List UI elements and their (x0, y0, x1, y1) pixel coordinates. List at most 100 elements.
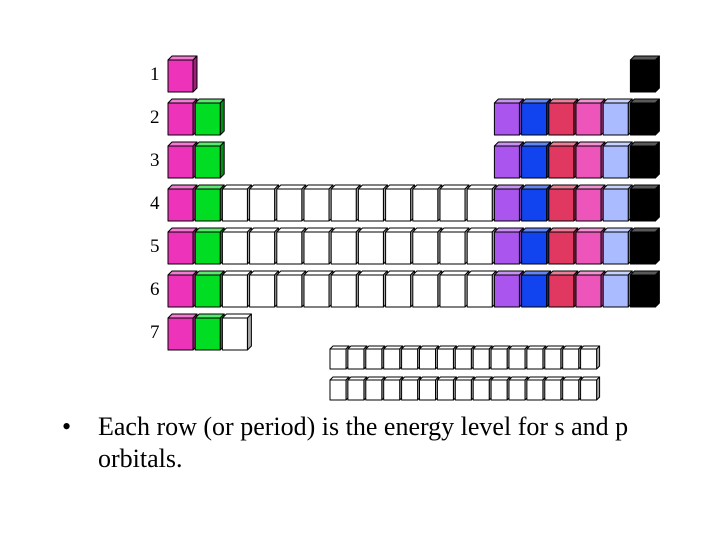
element-cell-p2 (521, 227, 552, 265)
f-block-cell (562, 345, 583, 370)
element-cell-s2 (194, 270, 225, 308)
cube-front-face (329, 379, 347, 401)
element-cell-p5 (602, 184, 633, 222)
cube-top-face (276, 184, 307, 190)
bullet: • (62, 412, 72, 441)
cube-top-face (303, 227, 334, 233)
cube-top-face (629, 141, 660, 147)
element-cell-d (439, 227, 470, 265)
element-cell-d (249, 184, 280, 222)
element-cell-d (330, 184, 361, 222)
cube-top-face (439, 270, 470, 276)
cube-front-face (548, 231, 575, 265)
cube-front-face (401, 348, 419, 370)
element-cell-p5 (602, 270, 633, 308)
cube-front-face (439, 231, 466, 265)
cube-front-face (365, 379, 383, 401)
f-block-cell (508, 345, 529, 370)
cube-top-face (167, 141, 198, 147)
element-cell-d (276, 270, 307, 308)
cube-top-face (521, 270, 552, 276)
cube-front-face (303, 188, 330, 222)
cube-front-face (493, 231, 520, 265)
cube-front-face (548, 102, 575, 136)
element-cell-p1 (493, 270, 524, 308)
element-cell-d (385, 227, 416, 265)
cube-side-face (654, 270, 660, 308)
cube-top-face (221, 227, 252, 233)
element-cell-p4 (575, 227, 606, 265)
cube-top-face (276, 227, 307, 233)
element-cell-p1 (493, 141, 524, 179)
cube-top-face (249, 184, 280, 190)
f-block-cell (526, 345, 547, 370)
cube-front-face (493, 145, 520, 179)
f-block-cell (365, 376, 386, 401)
cube-front-face (167, 188, 194, 222)
cube-front-face (330, 274, 357, 308)
element-cell-p3 (548, 98, 579, 136)
element-cell-s2 (194, 227, 225, 265)
element-cell-p5 (602, 141, 633, 179)
cube-front-face (303, 231, 330, 265)
cube-top-face (629, 184, 660, 190)
element-cell-p2 (521, 141, 552, 179)
cube-front-face (575, 231, 602, 265)
cube-top-face (330, 184, 361, 190)
cube-front-face (194, 188, 221, 222)
element-cell-s1 (167, 313, 198, 351)
element-cell-d (412, 184, 443, 222)
cube-top-face (249, 227, 280, 233)
cube-top-face (602, 227, 633, 233)
element-cell-d (276, 184, 307, 222)
cube-top-face (493, 184, 524, 190)
element-cell-p4 (575, 141, 606, 179)
cube-top-face (221, 270, 252, 276)
element-cell-s1 (167, 141, 198, 179)
element-cell-d (330, 270, 361, 308)
cube-top-face (249, 270, 280, 276)
cube-top-face (629, 98, 660, 104)
f-block-cell (472, 345, 493, 370)
element-cell-p5 (602, 98, 633, 136)
element-cell-d (221, 270, 252, 308)
cube-top-face (412, 270, 443, 276)
cube-top-face (548, 141, 579, 147)
cube-top-face (602, 141, 633, 147)
cube-front-face (466, 231, 493, 265)
period-label-4: 4 (150, 193, 160, 214)
cube-side-face (654, 184, 660, 222)
cube-top-face (412, 184, 443, 190)
cube-top-face (385, 184, 416, 190)
cube-front-face (436, 348, 454, 370)
f-block-cell (526, 376, 547, 401)
element-cell-d (303, 227, 334, 265)
element-cell-p1 (493, 184, 524, 222)
cube-top-face (575, 141, 606, 147)
cube-front-face (629, 145, 656, 179)
f-block-cell (401, 345, 422, 370)
cube-front-face (602, 102, 629, 136)
cube-front-face (575, 188, 602, 222)
cube-front-face (329, 348, 347, 370)
cube-front-face (629, 59, 656, 93)
cube-top-face (221, 313, 252, 319)
cube-front-face (466, 188, 493, 222)
cube-side-face (654, 55, 660, 93)
f-block-cell (401, 376, 422, 401)
element-cell-p1 (493, 227, 524, 265)
cube-front-face (276, 188, 303, 222)
cube-top-face (194, 227, 225, 233)
element-cell-d (357, 270, 388, 308)
cube-front-face (439, 274, 466, 308)
cube-front-face (385, 274, 412, 308)
element-cell-s1 (167, 184, 198, 222)
cube-front-face (436, 379, 454, 401)
cube-front-face (365, 348, 383, 370)
cube-top-face (303, 184, 334, 190)
f-block-cell (436, 345, 457, 370)
cube-top-face (521, 98, 552, 104)
element-cell-p2 (521, 184, 552, 222)
element-cell-d (249, 270, 280, 308)
cube-front-face (602, 274, 629, 308)
